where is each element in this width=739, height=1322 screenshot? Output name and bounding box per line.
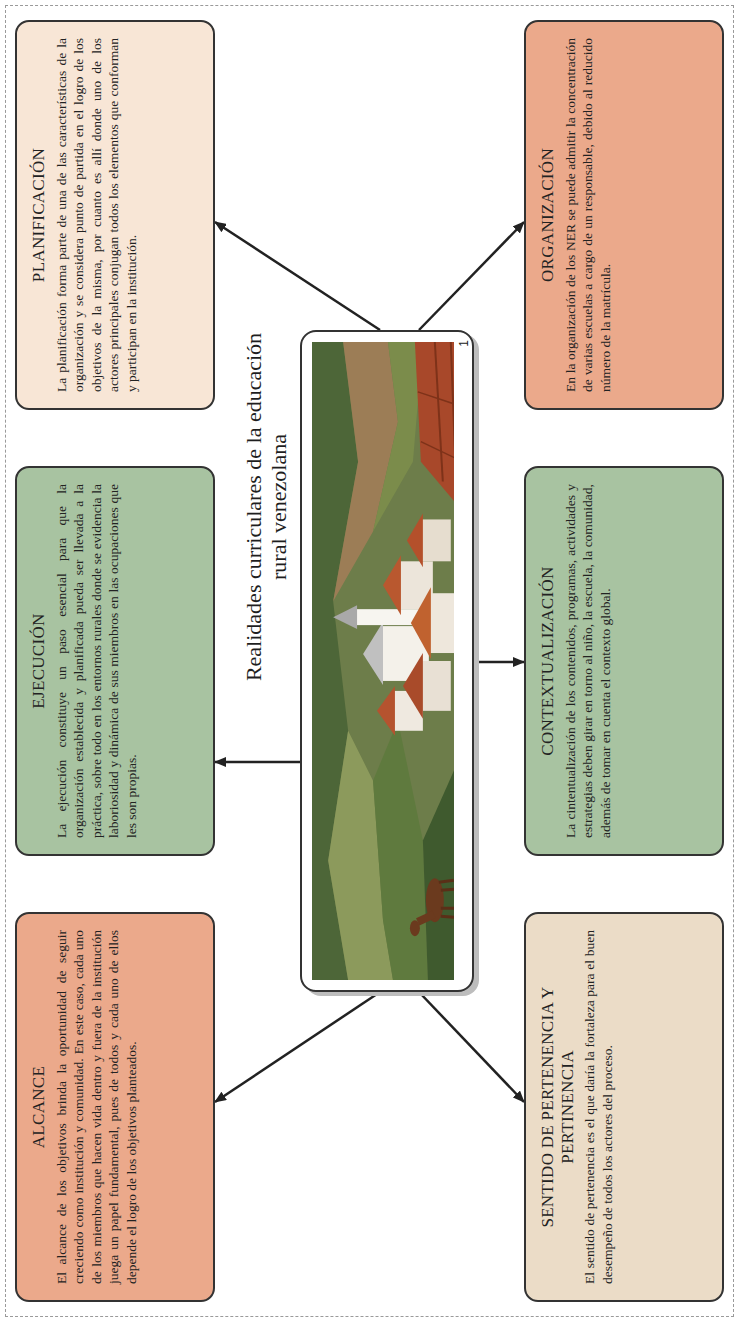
concept-box: SENTIDO DE PERTENENCIA Y PERTINENCIAEl s… — [524, 912, 724, 1302]
box-text: La cintentualización de los contenidos, … — [562, 484, 615, 838]
arrow-connector — [215, 222, 380, 330]
box-text: El sentido de pertenencia es el que darí… — [581, 930, 616, 1284]
box-heading: SENTIDO DE PERTENENCIA Y PERTINENCIA — [538, 930, 577, 1284]
village-photo — [312, 342, 454, 980]
concept-box: CONTEXTUALIZACIÓNLa cintentualización de… — [524, 466, 724, 856]
box-text: La planificación forma parte de una de l… — [53, 38, 141, 392]
arrow-connector — [215, 761, 300, 764]
arrow-connector — [419, 992, 524, 1102]
box-text: En la organización de los NER se puede a… — [562, 38, 615, 392]
arrow-connector — [215, 992, 380, 1102]
arrow-connector — [474, 661, 524, 664]
box-text: La ejecución constituye un paso esencial… — [53, 484, 141, 838]
box-heading: ALCANCE — [29, 930, 49, 1284]
box-text: El alcance de los objetivos brinda la op… — [53, 930, 141, 1284]
concept-box: EJECUCIÓNLa ejecución constituye un paso… — [15, 466, 215, 856]
arrow-connector — [419, 222, 524, 330]
box-heading: ORGANIZACIÓN — [538, 38, 558, 392]
photo-frame: 1 — [300, 330, 474, 992]
box-heading: PLANIFICACIÓN — [29, 38, 49, 392]
diagram-title: Realidades curriculares de la educación … — [241, 332, 292, 682]
box-heading: CONTEXTUALIZACIÓN — [538, 484, 558, 838]
concept-box: PLANIFICACIÓNLa planificación forma part… — [15, 20, 215, 410]
concept-box: ORGANIZACIÓNEn la organización de los NE… — [524, 20, 724, 410]
callout-number: 1 — [456, 340, 472, 347]
concept-box: ALCANCEEl alcance de los objetivos brind… — [15, 912, 215, 1302]
box-heading: EJECUCIÓN — [29, 484, 49, 838]
